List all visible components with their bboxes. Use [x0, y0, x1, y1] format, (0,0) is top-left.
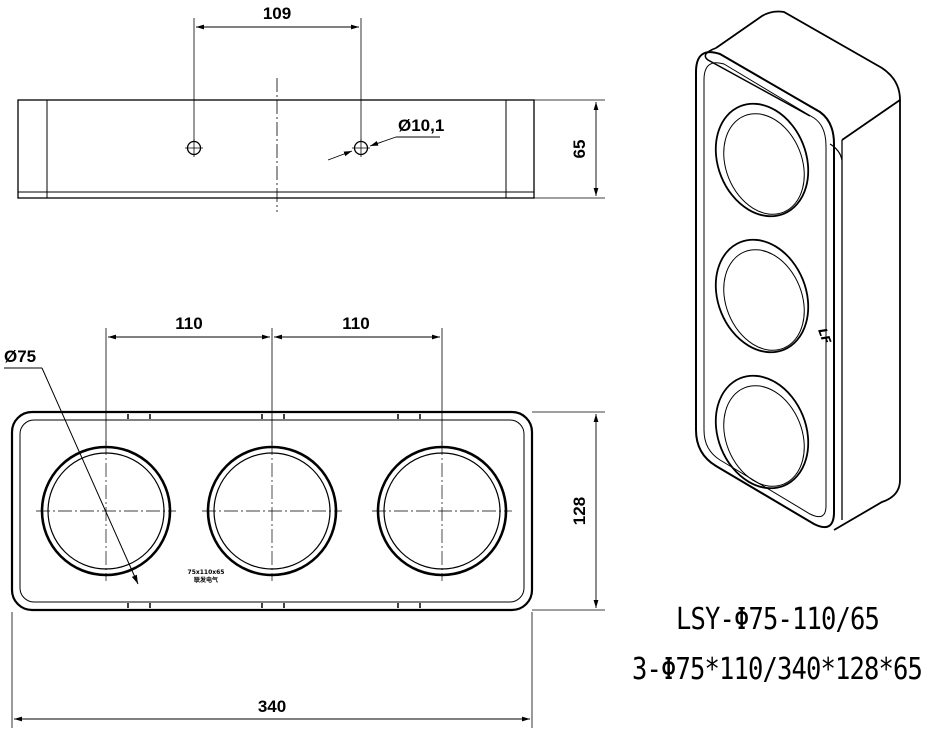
model-spec-line: 3-Φ75*110/340*128*65 [632, 652, 923, 687]
depth-label: 65 [570, 140, 589, 159]
hole-diameter-label: Ø10,1 [398, 116, 444, 135]
isometric-view [695, 10, 901, 531]
iso-front-face [695, 51, 835, 528]
spacing-left-label: 110 [175, 314, 202, 333]
aperture-diameter-leader [41, 367, 139, 585]
aperture-diameter-label: Ø75 [4, 347, 36, 366]
height-label: 128 [570, 497, 589, 525]
iso-logo-mark: LF [815, 326, 834, 346]
model-number-title: LSY-Φ75-110/65 [676, 602, 880, 637]
iso-aperture-top [714, 102, 810, 218]
iso-aperture-middle [714, 238, 810, 354]
iso-top-face [715, 10, 901, 141]
width-label: 340 [258, 697, 286, 716]
iso-side-face [833, 100, 901, 531]
top-view [17, 18, 605, 212]
iso-aperture-bottom [714, 374, 810, 490]
spacing-right-label: 110 [342, 314, 369, 333]
hole-spacing-label: 109 [263, 4, 291, 23]
front-view [4, 328, 605, 728]
stamp-line-1: 75x110x65 [188, 569, 225, 576]
stamp-line-2: 联发电气 [194, 576, 218, 584]
top-view-outline [17, 99, 535, 199]
